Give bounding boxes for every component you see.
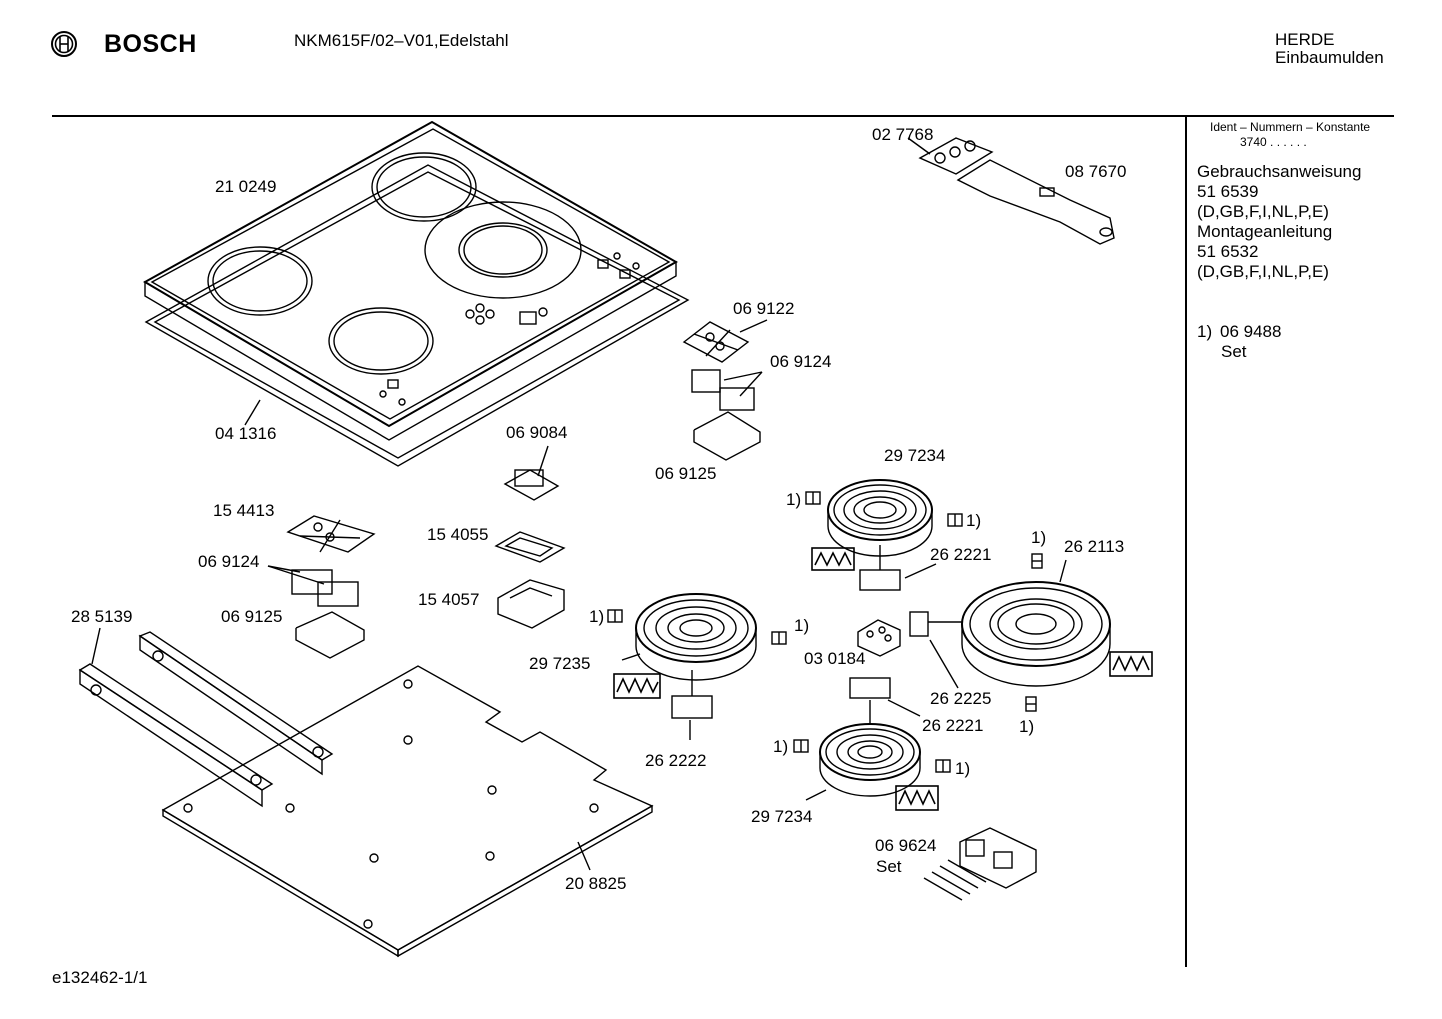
doc2-langs: (D,GB,F,I,NL,P,E) — [1197, 262, 1329, 281]
sidebar-divider — [1185, 117, 1187, 967]
cooktop-frame-seal — [144, 164, 690, 467]
heating-element-top — [827, 479, 937, 591]
bosch-logo-icon — [51, 31, 77, 57]
doc1-number: 51 6539 — [1197, 182, 1259, 201]
note-marker-8: 1) — [955, 759, 971, 778]
note-marker: 1) — [1197, 322, 1213, 341]
part-label-285139: 28 5139 — [71, 607, 133, 626]
part-label-069122: 06 9122 — [733, 299, 795, 318]
part-label-262113: 26 2113 — [1064, 537, 1125, 556]
sensor-plate — [907, 137, 994, 175]
part-label-069624-set: Set — [876, 857, 902, 876]
note-marker-5: 1) — [794, 616, 810, 635]
part-label-297234-top: 29 7234 — [884, 446, 946, 465]
part-label-027768: 02 7768 — [872, 125, 934, 144]
part-label-262221-upper: 26 2221 — [930, 545, 992, 564]
control-bracket-group-lower — [267, 515, 376, 659]
connector-set — [923, 827, 1037, 901]
doc2-number: 51 6532 — [1197, 242, 1259, 261]
part-label-154057: 15 4057 — [418, 590, 480, 609]
part-label-297234-bottom: 29 7234 — [751, 807, 813, 826]
switch-part — [503, 445, 560, 501]
part-label-262221-lower: 26 2221 — [922, 716, 984, 735]
part-label-069125-lower: 06 9125 — [221, 607, 283, 626]
part-label-262222: 26 2222 — [645, 751, 707, 770]
part-label-041316: 04 1316 — [215, 424, 277, 443]
note-number: 06 9488 — [1220, 322, 1282, 341]
part-label-087670: 08 7670 — [1065, 162, 1127, 181]
part-label-030184: 03 0184 — [804, 649, 866, 668]
doc1-langs: (D,GB,F,I,NL,P,E) — [1197, 202, 1329, 221]
part-label-069124-lower: 06 9124 — [198, 552, 260, 571]
note-marker-7: 1) — [773, 737, 789, 756]
limiter-symbols — [607, 491, 1043, 773]
doc2-title: Montageanleitung — [1197, 222, 1333, 241]
note-marker-3: 1) — [1031, 528, 1047, 547]
scraper-tool — [956, 159, 1115, 245]
note-marker-2: 1) — [966, 511, 982, 530]
control-housing — [497, 579, 565, 629]
heating-element-left — [621, 593, 757, 740]
part-label-297235: 29 7235 — [529, 654, 591, 673]
part-label-262225: 26 2225 — [930, 689, 992, 708]
heating-element-bottom — [805, 677, 921, 801]
model-title: NKM615F/02–V01,Edelstahl — [294, 31, 509, 50]
part-label-154413: 15 4413 — [213, 501, 275, 520]
part-label-210249: 21 0249 — [215, 177, 277, 196]
part-label-069084: 06 9084 — [506, 423, 568, 442]
header-divider — [52, 115, 1394, 117]
ident-label: Ident – Nummern – Konstante — [1210, 120, 1371, 134]
radiant-heater-symbols — [613, 547, 1153, 811]
drawing-id: e132462-1/1 — [52, 968, 148, 987]
control-plate — [494, 531, 566, 563]
category-line2: Einbaumulden — [1275, 48, 1384, 67]
note-marker-4: 1) — [589, 607, 605, 626]
part-label-069125-upper: 06 9125 — [655, 464, 717, 483]
base-plate — [161, 665, 654, 958]
part-label-208825: 20 8825 — [565, 874, 627, 893]
terminal-block — [857, 619, 901, 657]
part-label-069124-upper: 06 9124 — [770, 352, 832, 371]
control-bracket-group-upper — [682, 319, 768, 461]
doc1-title: Gebrauchsanweisung — [1197, 162, 1362, 181]
note-text: Set — [1221, 342, 1247, 361]
note-marker-1: 1) — [786, 490, 802, 509]
cooktop-glass — [142, 120, 679, 441]
brand-name: BOSCH — [104, 30, 197, 58]
ident-value: 3740 . . . . . . — [1240, 135, 1307, 149]
part-label-069624: 06 9624 — [875, 836, 937, 855]
side-rails — [78, 627, 334, 808]
part-label-154055: 15 4055 — [427, 525, 489, 544]
category-line1: HERDE — [1275, 30, 1335, 49]
note-marker-6: 1) — [1019, 717, 1035, 736]
heating-element-dual — [909, 559, 1111, 689]
